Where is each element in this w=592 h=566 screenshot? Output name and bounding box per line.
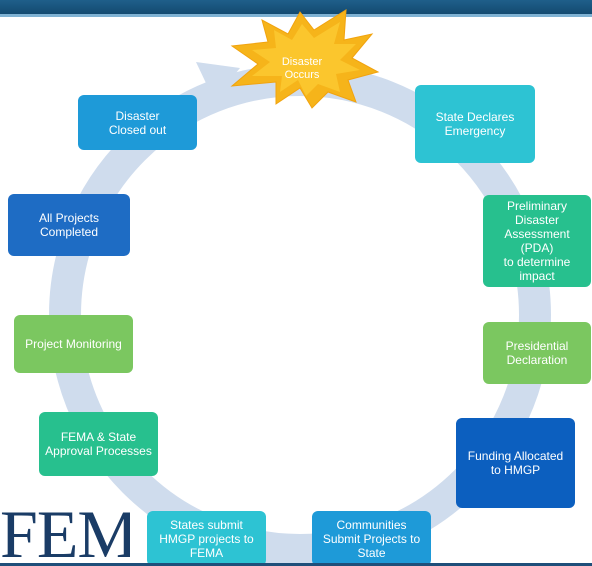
step-funding-allocated: Funding Allocated to HMGP	[456, 418, 575, 508]
step-state-declares-emergency: State Declares Emergency	[415, 85, 535, 163]
step-preliminary-disaster-assessment: Preliminary Disaster Assessment (PDA) to…	[483, 195, 591, 287]
step-communities-submit-projects: Communities Submit Projects to State	[312, 511, 431, 566]
footer-line	[0, 563, 592, 566]
step-all-projects-completed: All Projects Completed	[8, 194, 130, 256]
step-presidential-declaration: Presidential Declaration	[483, 322, 591, 384]
step-project-monitoring: Project Monitoring	[14, 315, 133, 373]
step-states-submit-to-fema: States submit HMGP projects to FEMA	[147, 511, 266, 566]
fema-logo: FEMA	[0, 503, 130, 566]
disaster-occurs-label: Disaster Occurs	[281, 56, 323, 81]
step-disaster-closed-out: Disaster Closed out	[78, 95, 197, 150]
step-fema-state-approval: FEMA & State Approval Processes	[39, 412, 158, 476]
header-divider	[0, 14, 592, 17]
header-bar	[0, 0, 592, 14]
cycle-arrowhead	[196, 62, 240, 100]
